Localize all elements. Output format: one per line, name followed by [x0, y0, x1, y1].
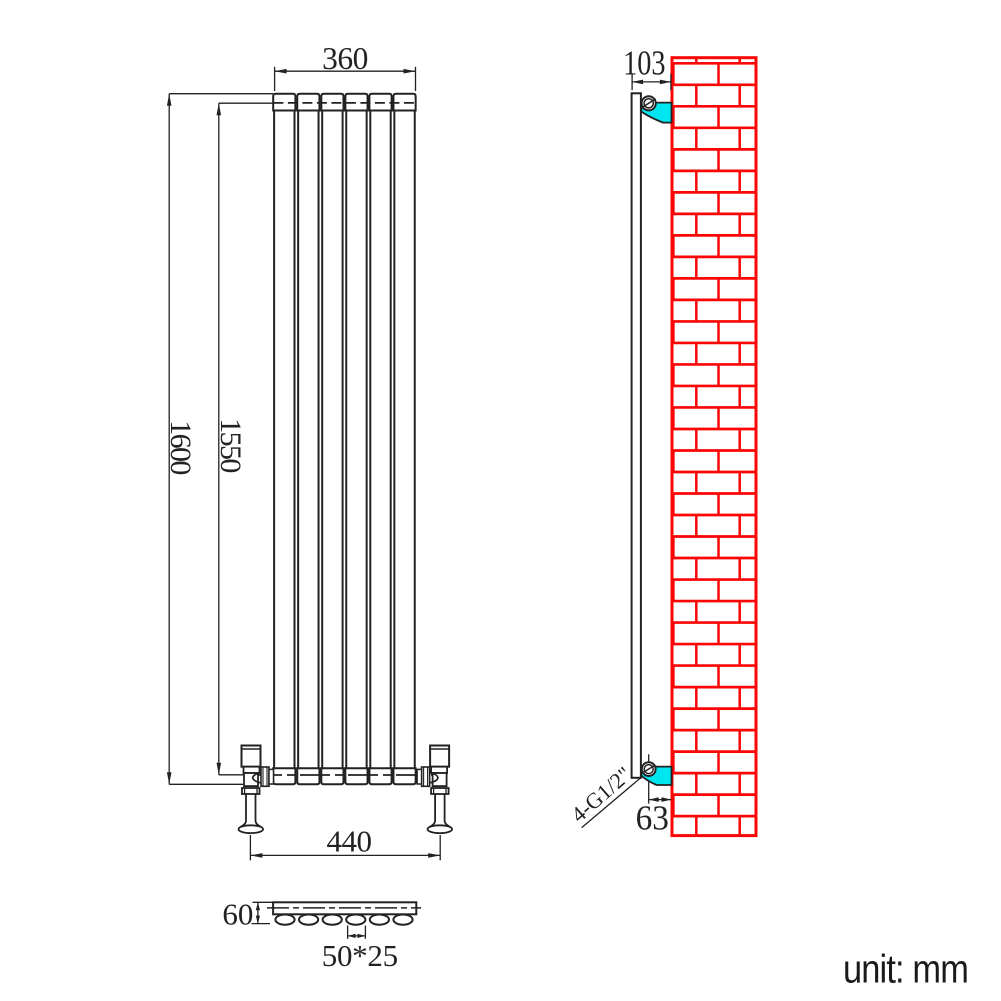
svg-text:unit: mm: unit: mm: [843, 948, 968, 992]
svg-text:50*25: 50*25: [322, 938, 398, 973]
svg-text:360: 360: [322, 41, 368, 76]
svg-text:440: 440: [327, 824, 372, 859]
svg-text:103: 103: [623, 44, 665, 82]
svg-text:60: 60: [222, 896, 253, 931]
svg-text:63: 63: [636, 800, 669, 838]
svg-text:1550: 1550: [214, 418, 247, 472]
svg-text:1600: 1600: [164, 420, 197, 474]
